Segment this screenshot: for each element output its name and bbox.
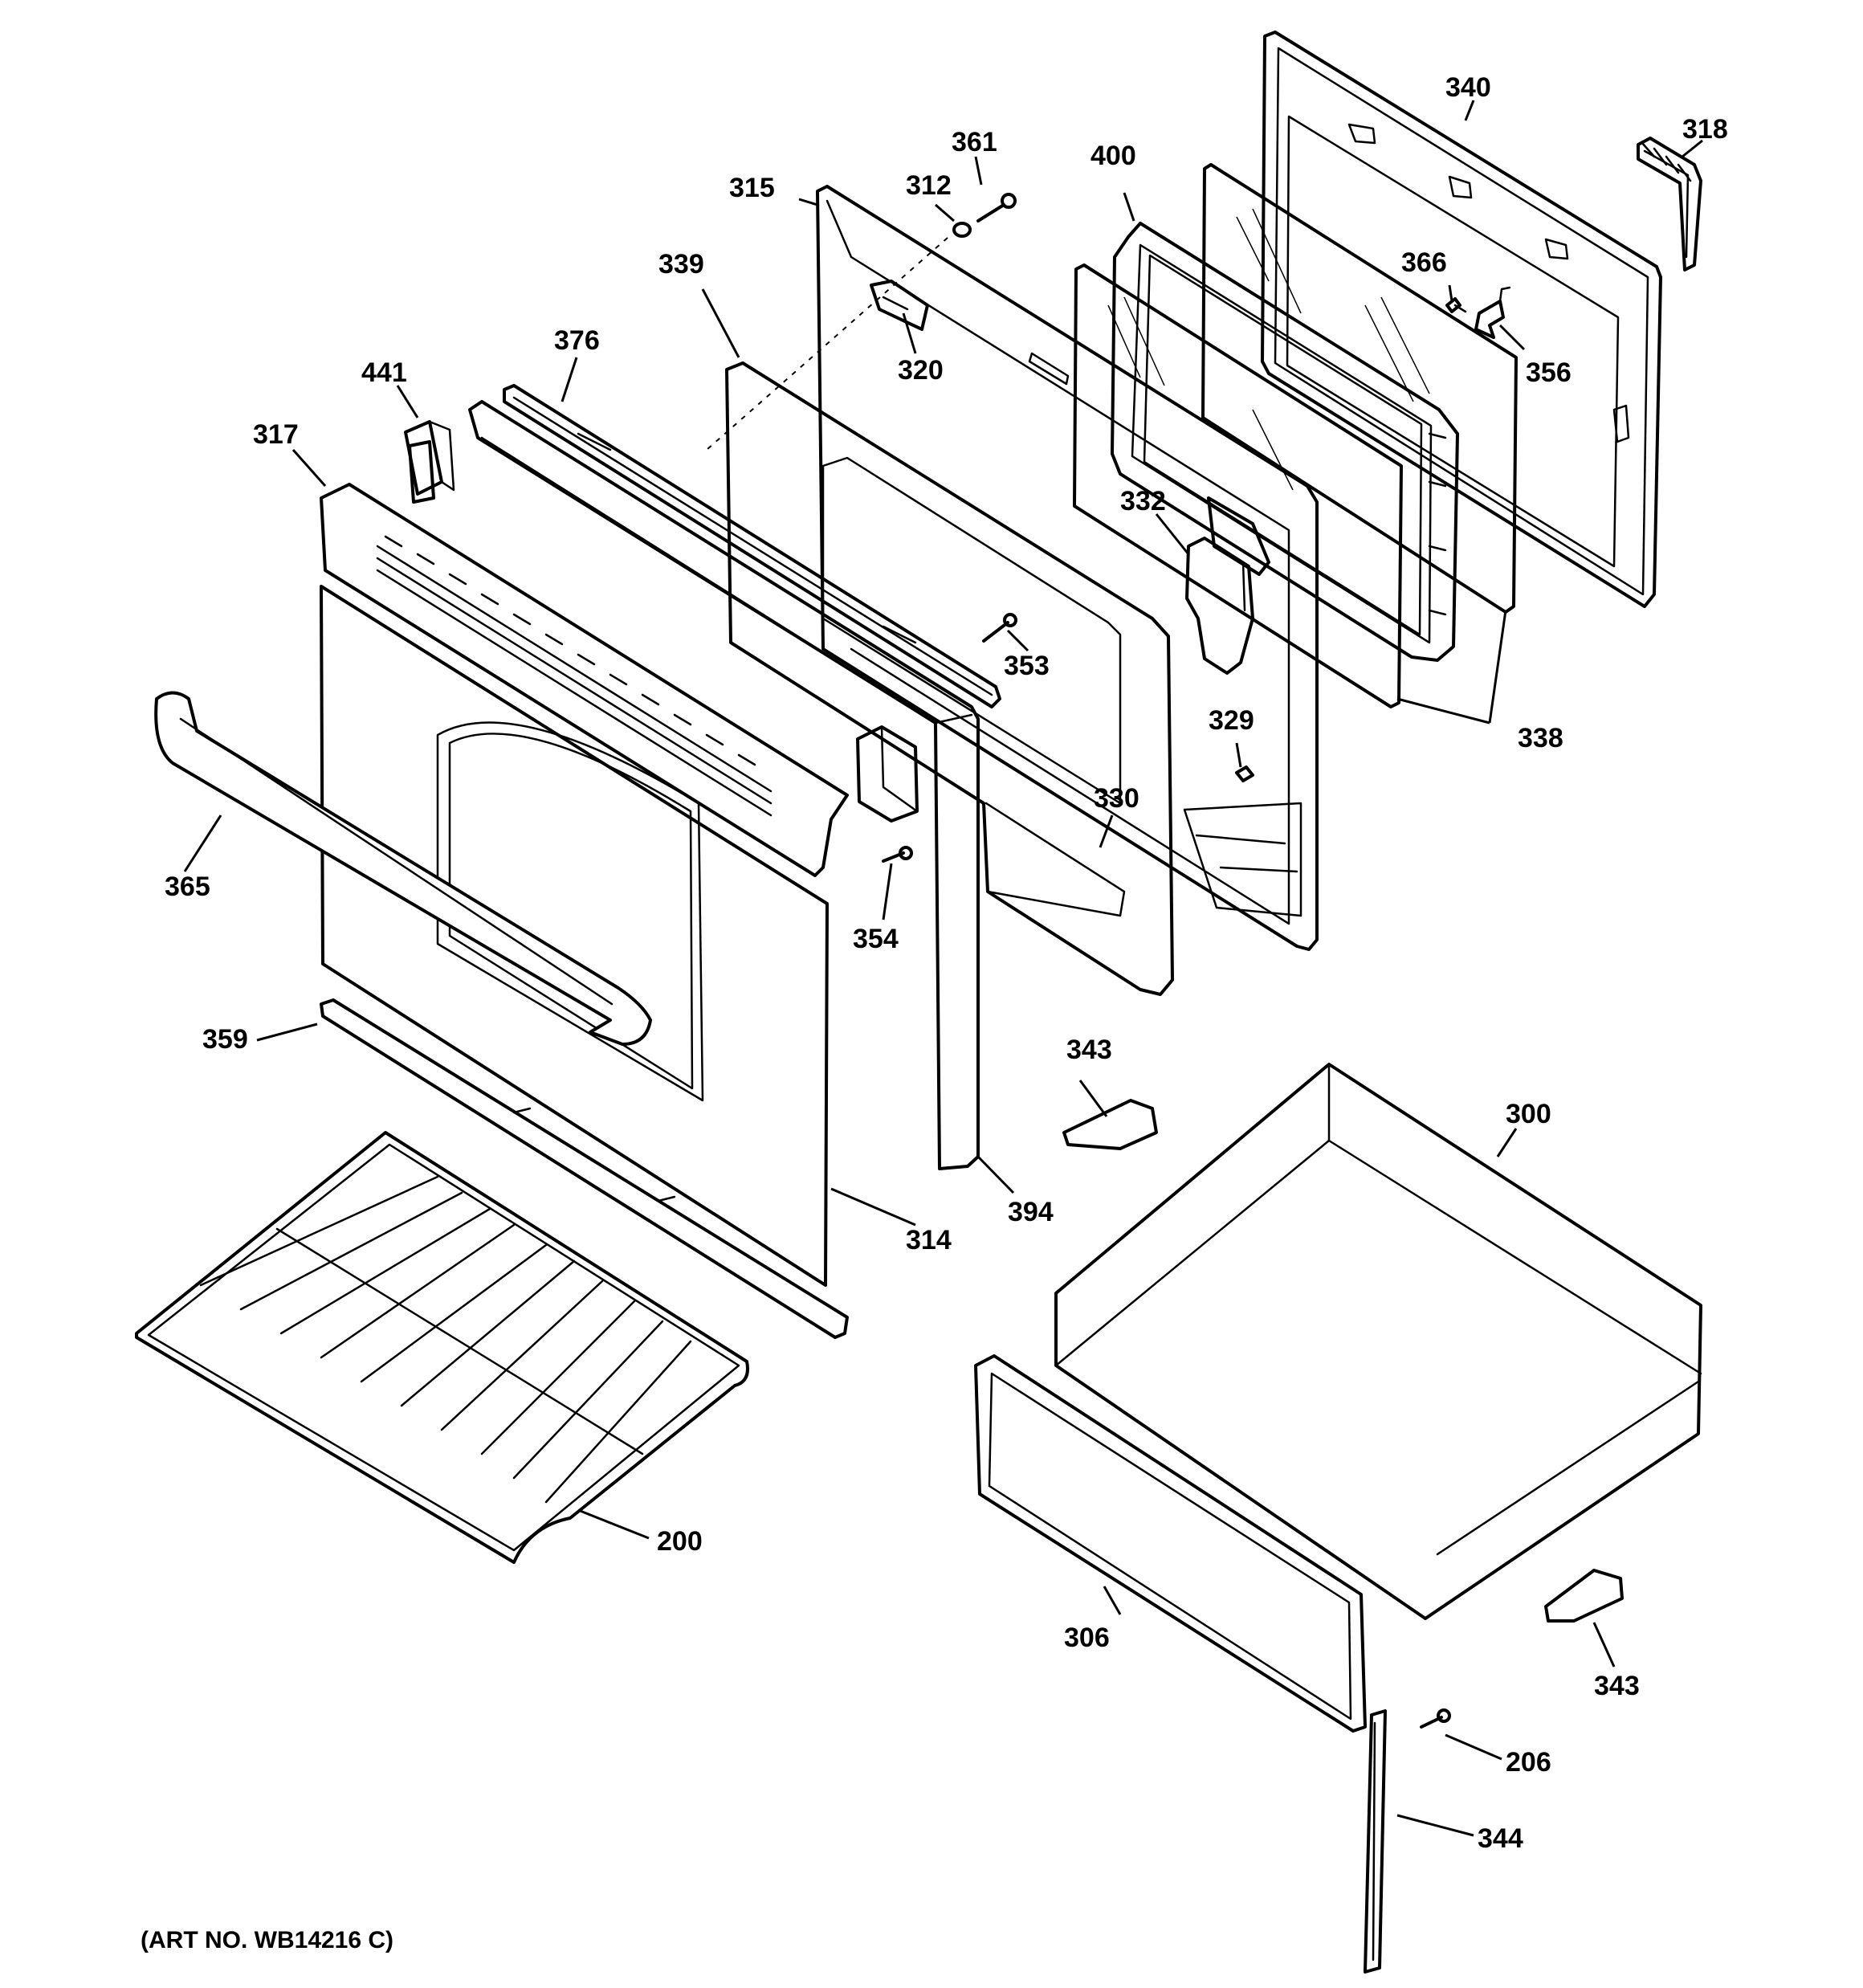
callout-315: 315 [729, 173, 775, 203]
part-400-door-frame [1111, 222, 1459, 662]
callout-200: 200 [657, 1526, 703, 1557]
callout-343-lower: 343 [1594, 1671, 1640, 1701]
callout-359: 359 [202, 1024, 248, 1055]
callout-361: 361 [952, 127, 997, 157]
part-376-vent-channel [503, 384, 1001, 708]
part-353-screw [982, 613, 1017, 643]
callout-356: 356 [1526, 357, 1572, 388]
part-339-liner-panel [725, 361, 1174, 996]
callout-353: 353 [1004, 651, 1050, 681]
callout-339: 339 [658, 249, 704, 280]
callout-330: 330 [1094, 783, 1139, 814]
callout-306: 306 [1064, 1623, 1110, 1653]
part-343-slide-lower [1544, 1569, 1624, 1623]
callout-206: 206 [1506, 1747, 1551, 1778]
callout-317: 317 [253, 419, 299, 450]
callout-400: 400 [1090, 141, 1136, 171]
part-306-drawer-front [974, 1354, 1367, 1733]
part-206-screw [1420, 1708, 1451, 1729]
callout-314: 314 [906, 1225, 952, 1255]
part-366-screw [1445, 297, 1467, 313]
callout-365: 365 [165, 872, 210, 902]
leader-lines [183, 100, 1703, 1837]
callout-343-upper: 343 [1066, 1035, 1112, 1065]
part-340-door-liner [1261, 31, 1662, 608]
part-318-gasket [1637, 137, 1702, 271]
callout-354: 354 [853, 924, 899, 954]
callout-312: 312 [906, 170, 952, 201]
part-200-oven-rack [135, 1131, 749, 1564]
callout-394: 394 [1008, 1197, 1054, 1227]
callout-338: 338 [1518, 723, 1563, 753]
callout-340: 340 [1445, 72, 1491, 103]
part-356-bracket [1474, 286, 1511, 339]
callout-320: 320 [898, 355, 944, 386]
callout-366: 366 [1401, 247, 1447, 278]
part-332-bracket [1185, 537, 1254, 675]
part-320-hinge [870, 280, 929, 331]
part-354-screw [882, 846, 913, 863]
part-338-glass-panes [1073, 163, 1518, 708]
part-365-handle [154, 691, 652, 1046]
part-441-hinge [408, 440, 435, 504]
part-394-side-frame [404, 400, 980, 1170]
part-312-washer [952, 222, 972, 238]
part-hinge-bracket-right [856, 725, 919, 823]
part-300-drawer-body [1054, 1063, 1702, 1620]
callout-441: 441 [361, 357, 407, 388]
art-number: (ART NO. WB14216 C) [141, 1927, 393, 1953]
part-361-screw [976, 193, 1017, 222]
callout-376: 376 [554, 325, 600, 356]
part-317-top-trim [320, 483, 849, 877]
part-359-bottom-trim [320, 998, 849, 1339]
callouts: 340 318 361 312 315 400 366 339 320 356 … [141, 72, 1728, 1953]
callout-318: 318 [1682, 114, 1728, 145]
callout-300: 300 [1506, 1099, 1551, 1129]
part-343-slide-upper [1062, 1099, 1158, 1150]
assembly-line-312 [706, 237, 948, 451]
callout-329: 329 [1209, 705, 1254, 736]
callout-332: 332 [1120, 486, 1166, 516]
part-315-inner-door [816, 185, 1319, 951]
callout-344: 344 [1478, 1823, 1523, 1854]
part-329-screw [1235, 765, 1254, 782]
part-314-outer-door [320, 585, 829, 1287]
part-344-rail [1364, 1709, 1387, 1974]
